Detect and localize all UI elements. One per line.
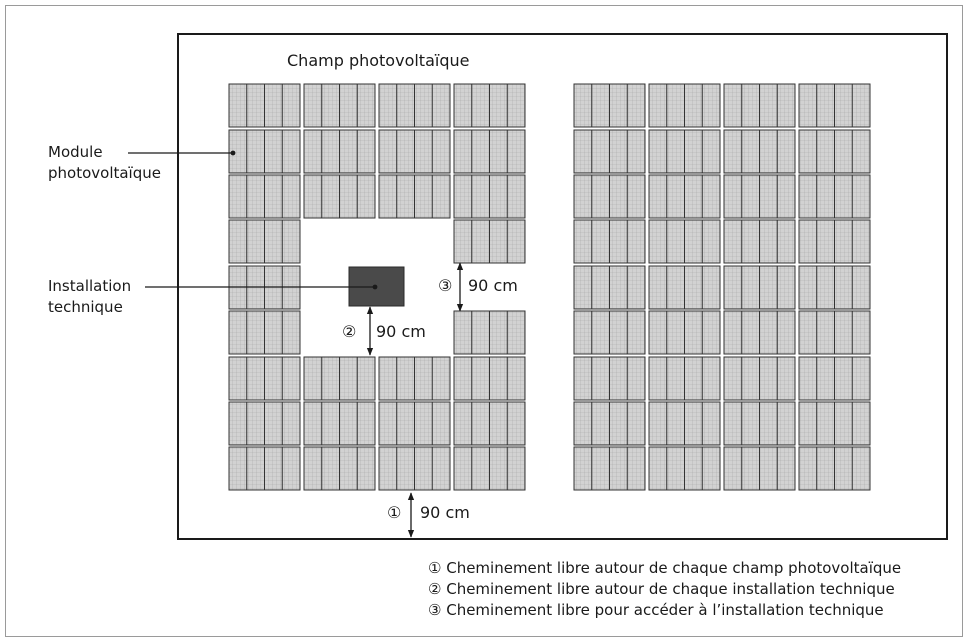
pv-module-block bbox=[378, 129, 451, 174]
pv-module-block bbox=[228, 356, 301, 401]
module-array bbox=[228, 83, 871, 491]
legend-item-3: ③ Cheminement libre pour accéder à l’ins… bbox=[428, 601, 884, 619]
pv-module-block bbox=[723, 401, 796, 446]
legend-item-1: ① Cheminement libre autour de chaque cha… bbox=[428, 559, 901, 577]
pv-module-block bbox=[303, 356, 376, 401]
pv-module-block bbox=[723, 174, 796, 219]
pv-module-block bbox=[453, 401, 526, 446]
field-title: Champ photovoltaïque bbox=[287, 51, 469, 70]
pv-module-block bbox=[573, 129, 646, 174]
pv-module-block bbox=[378, 446, 451, 491]
pv-module-block bbox=[573, 219, 646, 264]
pv-module-block bbox=[648, 446, 721, 491]
pv-module-block bbox=[798, 219, 871, 264]
pv-module-block bbox=[723, 129, 796, 174]
pv-module-block bbox=[573, 401, 646, 446]
dimension-3-marker: ③ bbox=[438, 276, 452, 295]
pv-module-block bbox=[453, 446, 526, 491]
pv-module-block bbox=[723, 83, 796, 128]
pv-module-block bbox=[378, 356, 451, 401]
pv-module-block bbox=[648, 174, 721, 219]
pv-module-block bbox=[573, 310, 646, 355]
module-label-line2: photovoltaïque bbox=[48, 164, 161, 182]
pv-module-block bbox=[573, 356, 646, 401]
pv-module-block bbox=[798, 446, 871, 491]
pv-module-block bbox=[648, 129, 721, 174]
pv-module-block bbox=[573, 446, 646, 491]
pv-module-block bbox=[303, 174, 376, 219]
module-leader-dot bbox=[230, 150, 236, 156]
pv-module-block bbox=[648, 401, 721, 446]
pv-module-block bbox=[723, 265, 796, 310]
pv-module-block bbox=[723, 310, 796, 355]
pv-module-block bbox=[378, 401, 451, 446]
pv-module-block bbox=[453, 83, 526, 128]
dimension-2-marker: ② bbox=[342, 322, 356, 341]
legend-item-2: ② Cheminement libre autour de chaque ins… bbox=[428, 580, 895, 598]
pv-module-block bbox=[303, 129, 376, 174]
pv-module-block bbox=[798, 129, 871, 174]
pv-module-block bbox=[228, 129, 301, 174]
pv-module-block bbox=[453, 219, 526, 264]
dimension-2-text: 90 cm bbox=[376, 322, 426, 341]
pv-module-block bbox=[573, 174, 646, 219]
pv-module-block bbox=[798, 174, 871, 219]
pv-module-block bbox=[453, 129, 526, 174]
pv-module-block bbox=[798, 356, 871, 401]
pv-module-block bbox=[228, 401, 301, 446]
pv-module-block bbox=[228, 219, 301, 264]
pv-module-block bbox=[573, 265, 646, 310]
installation-label-line1: Installation bbox=[48, 277, 131, 295]
pv-module-block bbox=[723, 446, 796, 491]
pv-module-block bbox=[453, 174, 526, 219]
module-label-line1: Module bbox=[48, 143, 103, 161]
pv-module-block bbox=[798, 83, 871, 128]
installation-leader-dot bbox=[372, 284, 378, 290]
pv-module-block bbox=[378, 174, 451, 219]
pv-module-block bbox=[648, 83, 721, 128]
pv-module-block bbox=[228, 310, 301, 355]
pv-module-block bbox=[798, 265, 871, 310]
pv-module-block bbox=[648, 356, 721, 401]
pv-module-block bbox=[573, 83, 646, 128]
pv-module-block bbox=[723, 219, 796, 264]
dimension-1-text: 90 cm bbox=[420, 503, 470, 522]
pv-module-block bbox=[798, 310, 871, 355]
pv-module-block bbox=[303, 83, 376, 128]
dimension-1-marker: ① bbox=[387, 503, 401, 522]
pv-module-block bbox=[228, 174, 301, 219]
pv-module-block bbox=[723, 356, 796, 401]
pv-module-block bbox=[798, 401, 871, 446]
pv-module-block bbox=[303, 446, 376, 491]
pv-module-block bbox=[303, 401, 376, 446]
pv-module-block bbox=[453, 356, 526, 401]
pv-module-block bbox=[228, 446, 301, 491]
pv-module-block bbox=[648, 219, 721, 264]
pv-module-block bbox=[648, 310, 721, 355]
pv-module-block bbox=[378, 83, 451, 128]
installation-label-line2: technique bbox=[48, 298, 123, 316]
pv-module-block bbox=[228, 83, 301, 128]
pv-module-block bbox=[648, 265, 721, 310]
dimension-3-text: 90 cm bbox=[468, 276, 518, 295]
pv-module-block bbox=[453, 310, 526, 355]
